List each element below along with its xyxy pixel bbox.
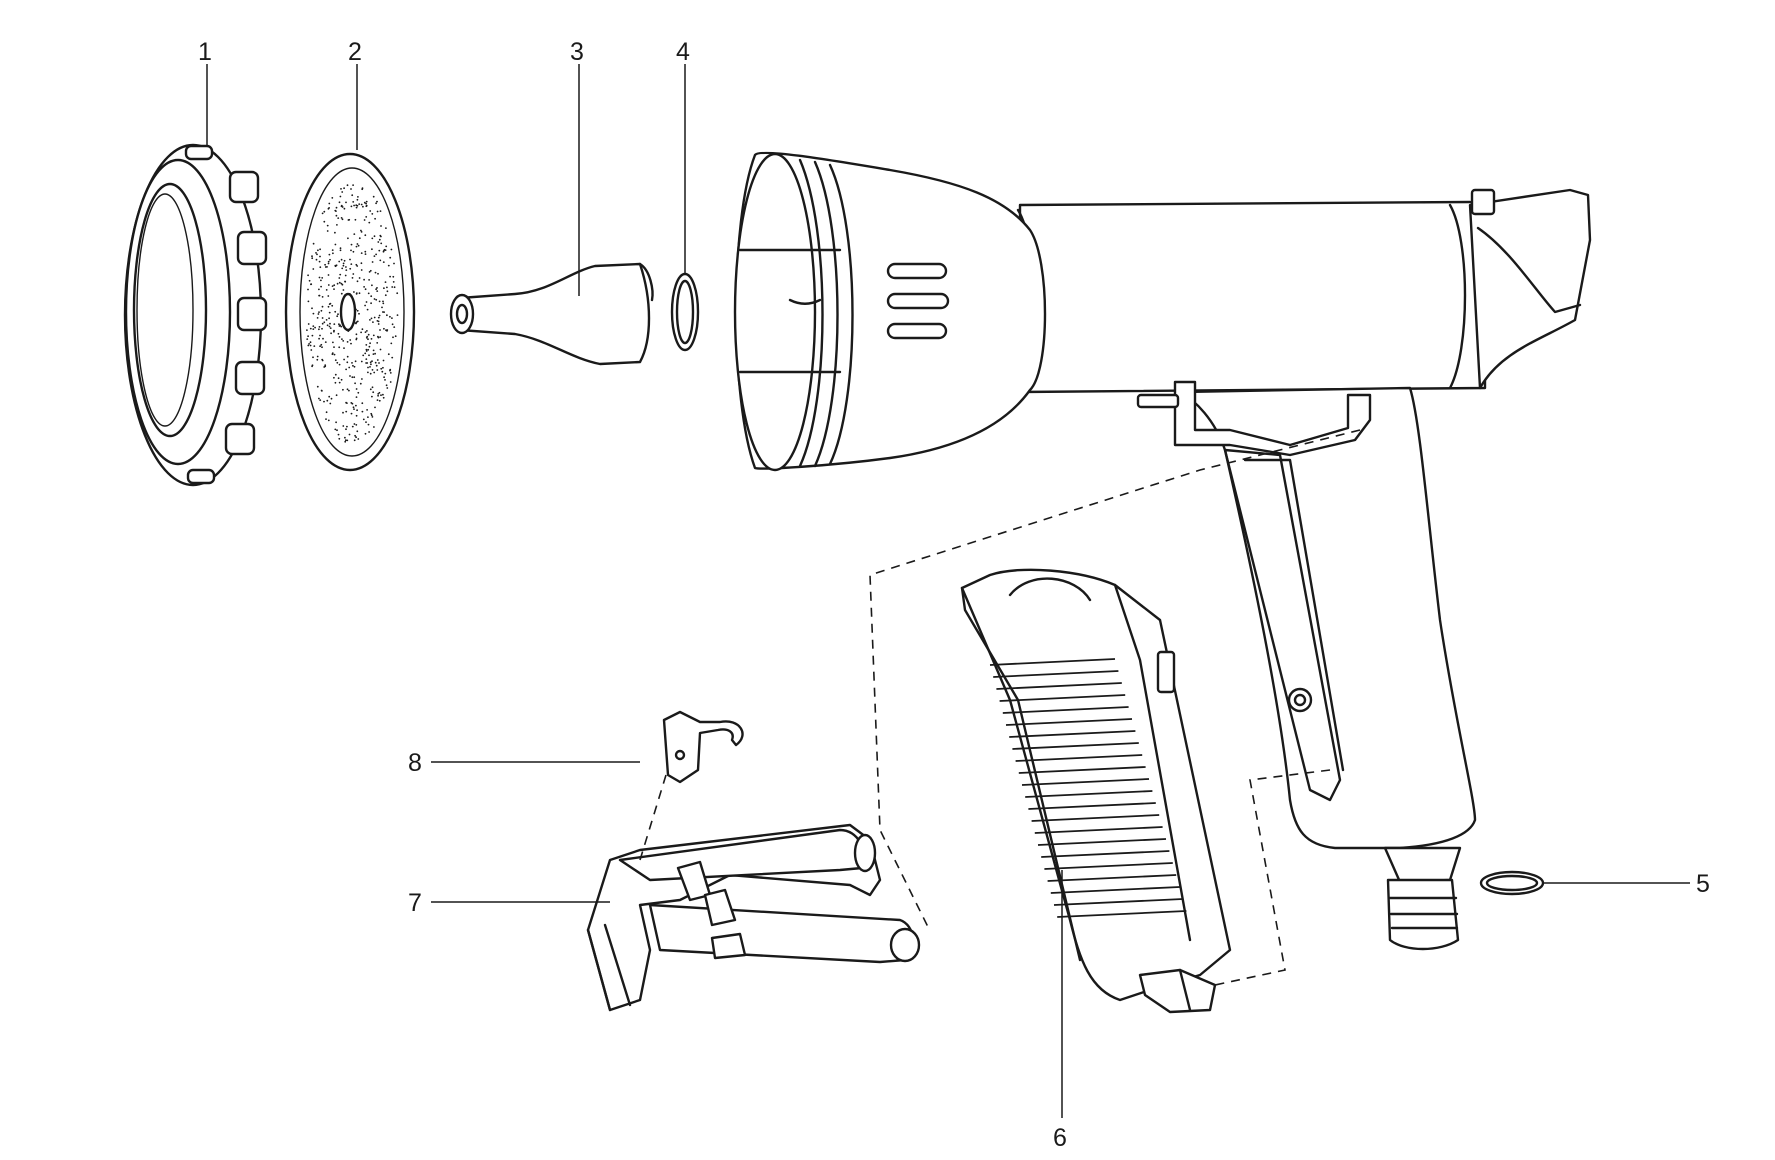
cartridge-grip-ribs <box>989 658 1187 918</box>
part-2-filter-disc <box>284 152 416 472</box>
part-1-retaining-ring <box>123 143 268 487</box>
part-8-clip <box>662 710 744 784</box>
callout-1: 1 <box>198 38 212 66</box>
callout-3: 3 <box>570 38 584 66</box>
part-6-cartridge <box>960 568 1232 1014</box>
assembly-dashed-lines <box>639 429 1361 986</box>
callout-4: 4 <box>676 38 690 66</box>
callout-2: 2 <box>348 38 362 66</box>
part-3-nozzle-insert <box>449 262 654 366</box>
callout-6: 6 <box>1053 1124 1067 1152</box>
callout-labels: 1 2 3 4 5 6 7 8 <box>198 38 1710 1152</box>
part-4-o-ring <box>670 272 700 352</box>
callout-8: 8 <box>408 749 422 777</box>
callout-leaders <box>206 64 1690 1118</box>
callout-5: 5 <box>1696 870 1710 898</box>
part-5-o-ring <box>1479 870 1545 896</box>
part-7-wall-bracket <box>586 823 921 1012</box>
spray-gun-body <box>733 151 1592 951</box>
callout-7: 7 <box>408 889 422 917</box>
